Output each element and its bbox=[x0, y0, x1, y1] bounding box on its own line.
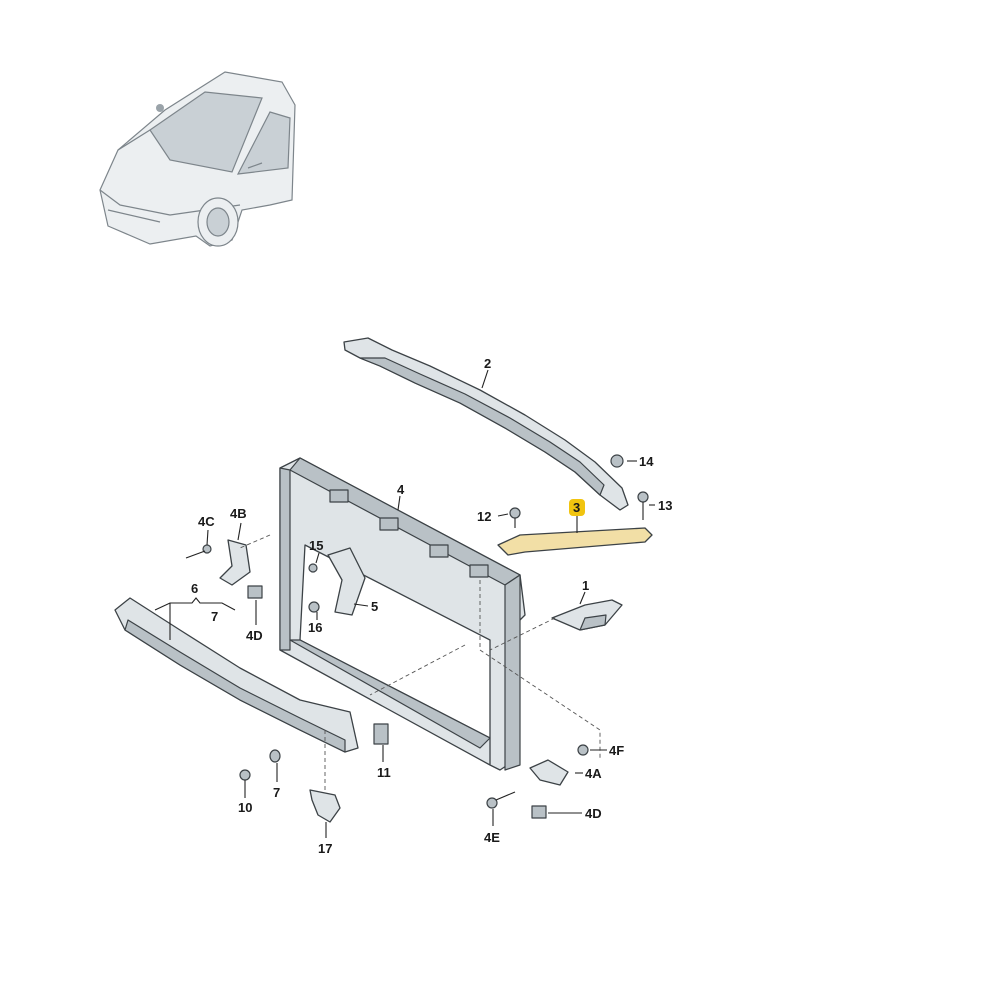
screw-4f bbox=[577, 744, 589, 756]
callout-4f: 4F bbox=[609, 743, 624, 758]
part-17-bracket bbox=[309, 789, 341, 823]
screw-15 bbox=[308, 563, 318, 573]
callout-12: 12 bbox=[477, 509, 491, 524]
callout-3: 3 bbox=[573, 500, 580, 515]
screw-12 bbox=[509, 507, 521, 528]
callout-7-bottom: 7 bbox=[273, 785, 280, 800]
callout-4b: 4B bbox=[230, 506, 247, 521]
part-4b-bracket bbox=[219, 539, 251, 586]
nut-14 bbox=[610, 454, 624, 468]
callout-4d-right: 4D bbox=[585, 806, 602, 821]
callout-4d-left: 4D bbox=[246, 628, 263, 643]
part-6-lower-bracket bbox=[114, 597, 359, 753]
nut-16 bbox=[308, 601, 320, 613]
clip-4d-left bbox=[247, 585, 263, 599]
part-2-upper-crossmember bbox=[343, 337, 629, 511]
callout-4a: 4A bbox=[585, 766, 602, 781]
bolt-4e bbox=[486, 791, 516, 809]
assembly-guide-lines bbox=[239, 534, 601, 790]
part-5-bracket bbox=[327, 547, 366, 616]
callout-3-highlight-badge bbox=[569, 499, 585, 516]
part-4a-bracket bbox=[529, 759, 569, 786]
callout-4e: 4E bbox=[484, 830, 500, 845]
callout-2: 2 bbox=[484, 356, 491, 371]
callout-4: 4 bbox=[397, 482, 405, 497]
bolt-13 bbox=[637, 491, 649, 520]
callout-13: 13 bbox=[658, 498, 672, 513]
callout-5: 5 bbox=[371, 599, 378, 614]
part-3-highlighted-brace bbox=[497, 527, 653, 556]
vehicle-thumbnail bbox=[99, 71, 296, 247]
callout-labels: 1 2 3 4 4A 4B 4C 4D 4D 4E 4F 5 6 7 7 10 … bbox=[191, 356, 672, 856]
callout-1: 1 bbox=[582, 578, 589, 593]
fasteners bbox=[185, 454, 649, 819]
callout-7-top: 7 bbox=[211, 609, 218, 624]
clip-11 bbox=[373, 723, 389, 745]
screw-4c bbox=[185, 544, 212, 559]
callout-10: 10 bbox=[238, 800, 252, 815]
callout-4c: 4C bbox=[198, 514, 215, 529]
leader-lines bbox=[154, 369, 655, 838]
callout-6: 6 bbox=[191, 581, 198, 596]
part-4-radiator-support-frame bbox=[279, 457, 526, 771]
callout-11: 11 bbox=[377, 765, 391, 780]
bolt-10 bbox=[239, 769, 251, 792]
clip-7 bbox=[269, 749, 281, 763]
part-1-bracket bbox=[551, 599, 623, 631]
callout-15: 15 bbox=[309, 538, 323, 553]
clip-4d-right bbox=[531, 805, 547, 819]
callout-14: 14 bbox=[639, 454, 654, 469]
callout-17: 17 bbox=[318, 841, 332, 856]
callout-16: 16 bbox=[308, 620, 322, 635]
